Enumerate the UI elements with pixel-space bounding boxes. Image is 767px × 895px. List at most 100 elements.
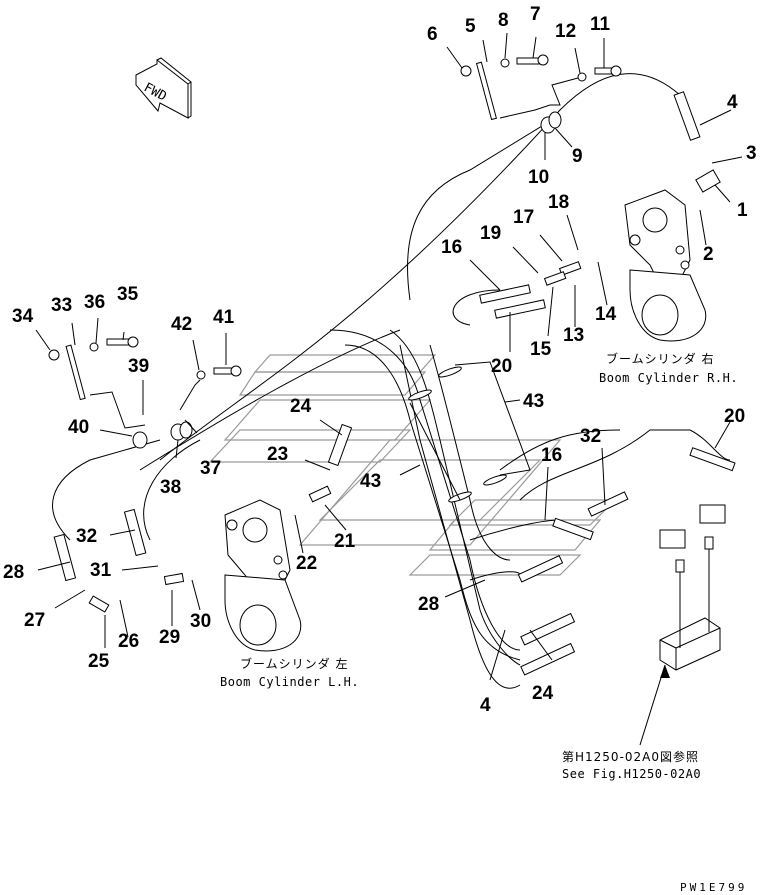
callout-9: 9	[572, 146, 583, 167]
leader-line	[304, 459, 331, 471]
callout-43: 43	[523, 391, 544, 412]
leader-line	[54, 589, 86, 609]
bracket-assembly-top	[460, 54, 622, 134]
callout-40: 40	[68, 417, 89, 438]
leader-line	[37, 561, 71, 571]
callout-24: 24	[532, 683, 554, 704]
callout-32: 32	[580, 426, 601, 447]
callout-2: 2	[703, 244, 714, 265]
valve-block	[639, 549, 721, 746]
leader-lines	[35, 32, 743, 681]
leader-line	[547, 286, 554, 337]
callout-25: 25	[88, 651, 110, 672]
callouts: 1234456789101112131415161617181920202122…	[3, 4, 757, 716]
caption-ref-jp: 第H1250-02A0図参照	[562, 749, 699, 764]
callout-27: 27	[24, 610, 45, 631]
caption-boom-rh-en: Boom Cylinder R.H.	[599, 371, 738, 385]
caption-ref-en: See Fig.H1250-02A0	[562, 767, 701, 781]
callout-26: 26	[118, 631, 139, 652]
callout-17: 17	[513, 207, 534, 228]
callout-30: 30	[190, 611, 211, 632]
leader-line	[482, 39, 488, 63]
leader-line	[99, 429, 133, 437]
callout-15: 15	[530, 339, 552, 360]
leader-line	[121, 565, 159, 571]
leader-line	[532, 36, 537, 59]
leader-line	[469, 259, 501, 291]
callout-31: 31	[90, 560, 112, 581]
leader-line	[597, 261, 608, 306]
callout-6: 6	[427, 24, 438, 45]
callout-12: 12	[555, 21, 576, 42]
leader-line	[319, 419, 343, 436]
leader-line	[529, 629, 553, 661]
leader-line	[95, 317, 99, 344]
caption-boom-lh-en: Boom Cylinder L.H.	[220, 675, 359, 689]
caption-boom-lh-jp: ブームシリンダ 左	[240, 656, 348, 671]
hose-clamps	[408, 361, 531, 503]
callout-4: 4	[727, 92, 738, 113]
leader-line	[446, 46, 463, 69]
callout-33: 33	[51, 295, 72, 316]
callout-18: 18	[548, 192, 569, 213]
callout-38: 38	[160, 477, 181, 498]
callout-42: 42	[171, 314, 192, 335]
callout-23: 23	[267, 444, 288, 465]
callout-7: 7	[530, 4, 541, 25]
callout-36: 36	[84, 292, 105, 313]
leader-line	[544, 466, 549, 521]
callout-1: 1	[737, 200, 748, 221]
callout-5: 5	[465, 16, 476, 37]
leader-line	[109, 529, 136, 536]
callout-10: 10	[528, 167, 549, 188]
leader-line	[191, 579, 201, 611]
callout-39: 39	[128, 356, 149, 377]
leader-line	[35, 329, 51, 351]
leader-line	[699, 209, 707, 246]
leader-line	[119, 599, 129, 638]
callout-35: 35	[117, 284, 139, 305]
leader-line	[554, 127, 573, 148]
boom-cylinder-lh	[224, 499, 302, 652]
bracket-assembly-left	[48, 336, 242, 449]
callout-3: 3	[746, 143, 757, 164]
leader-line	[175, 439, 179, 459]
leader-line	[601, 447, 606, 506]
leader-line	[714, 184, 731, 203]
callout-37: 37	[200, 458, 221, 479]
leader-line	[184, 419, 198, 434]
callout-24: 24	[290, 396, 312, 417]
callout-41: 41	[213, 307, 235, 328]
callout-29: 29	[159, 627, 180, 648]
callout-21: 21	[334, 531, 356, 552]
callout-8: 8	[498, 10, 509, 31]
callout-28: 28	[3, 562, 24, 583]
callout-16: 16	[541, 445, 562, 466]
leader-line	[122, 331, 125, 341]
leader-line	[566, 214, 579, 251]
leader-line	[71, 322, 76, 346]
leader-line	[504, 32, 508, 59]
callout-28: 28	[418, 594, 439, 615]
callout-4: 4	[480, 695, 491, 716]
leader-line	[399, 464, 421, 476]
leader-line	[324, 504, 347, 531]
callout-14: 14	[595, 304, 617, 325]
callout-16: 16	[441, 237, 462, 258]
leader-line	[539, 234, 563, 262]
captions: ブームシリンダ 右 Boom Cylinder R.H. ブームシリンダ 左 B…	[220, 351, 747, 894]
callout-43: 43	[360, 471, 381, 492]
leader-line	[294, 514, 304, 554]
leader-line	[192, 339, 200, 371]
callout-13: 13	[563, 325, 584, 346]
callout-22: 22	[296, 553, 317, 574]
callout-32: 32	[76, 526, 97, 547]
callout-19: 19	[480, 223, 501, 244]
callout-11: 11	[590, 14, 611, 35]
leader-line	[489, 629, 506, 681]
leader-line	[574, 47, 581, 74]
leader-line	[444, 579, 486, 598]
drawing-code: PW1E799	[680, 881, 747, 894]
